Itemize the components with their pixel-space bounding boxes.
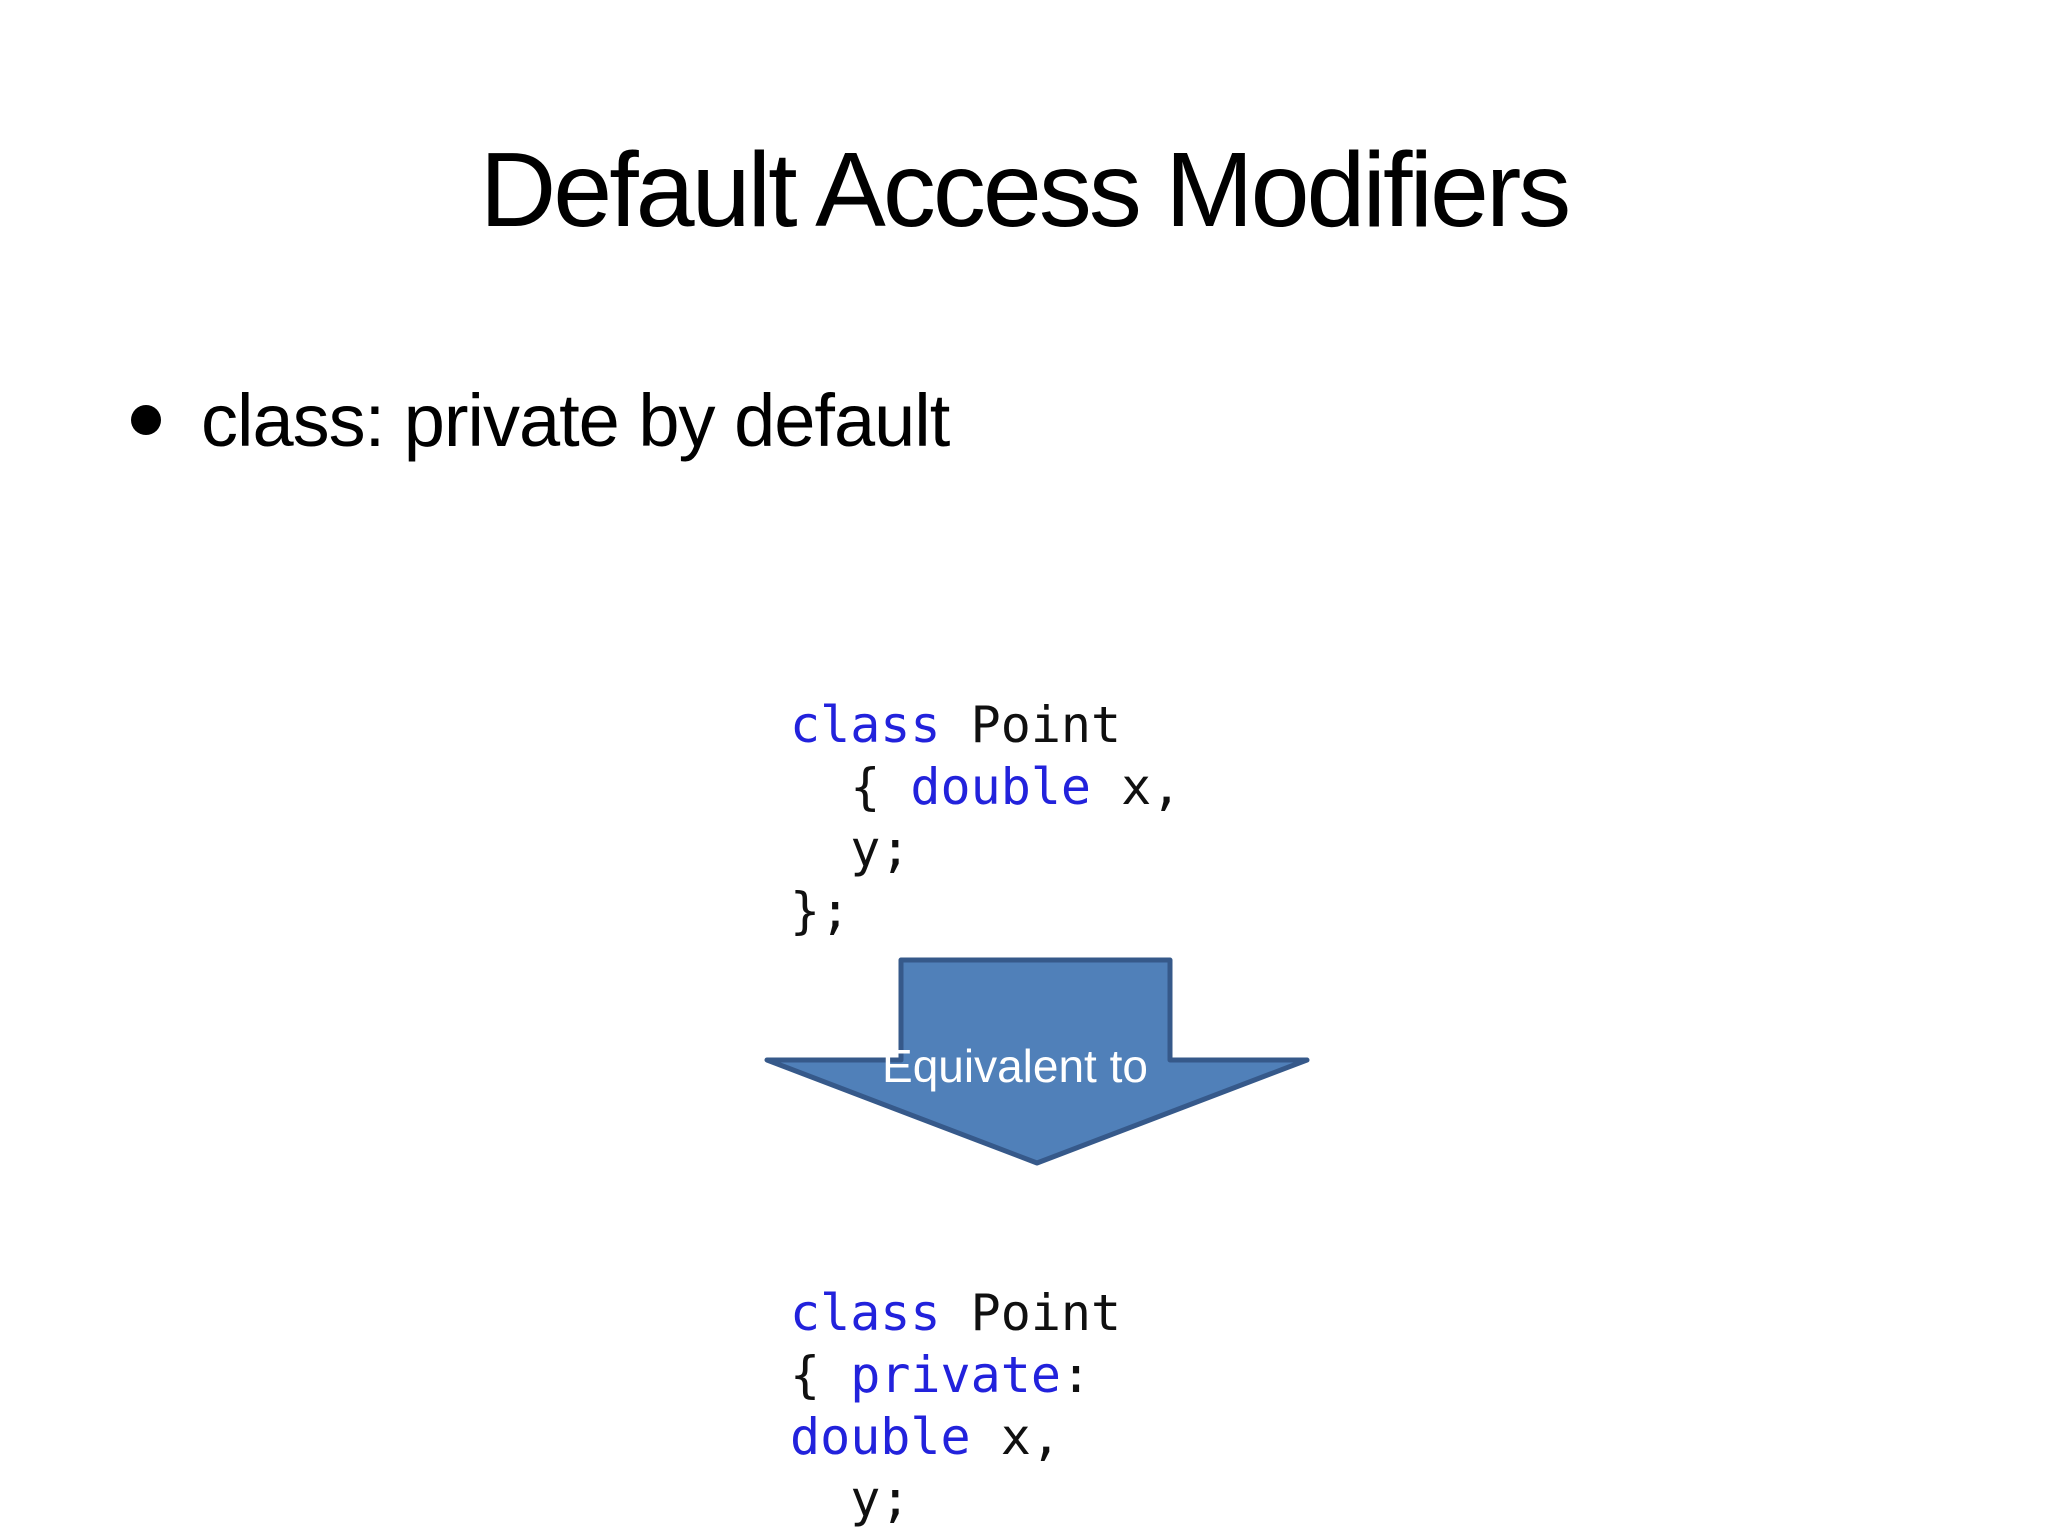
code-line: class Point	[790, 696, 1122, 754]
code-line: y;	[790, 820, 911, 878]
down-arrow-icon	[764, 957, 1310, 1166]
code-line: };	[790, 882, 851, 940]
code-line: class Point	[790, 1284, 1122, 1342]
bullet-text: class: private by default	[201, 378, 950, 462]
code-line: y;	[790, 1470, 911, 1528]
down-arrow-shape	[764, 957, 1310, 1166]
bullet-item: class: private by default	[131, 372, 950, 468]
code-block-before: class Point { double x, y;};	[790, 694, 1181, 942]
code-line: double x,	[790, 1408, 1061, 1466]
code-block-after: class Point{ private:double x, y;	[790, 1282, 1121, 1530]
slide-title: Default Access Modifiers	[479, 131, 1572, 249]
code-line: { private:	[790, 1346, 1092, 1404]
arrow-label: Equivalent to	[882, 1040, 1148, 1092]
code-line: { double x,	[790, 758, 1182, 816]
bullet-icon	[131, 405, 161, 435]
